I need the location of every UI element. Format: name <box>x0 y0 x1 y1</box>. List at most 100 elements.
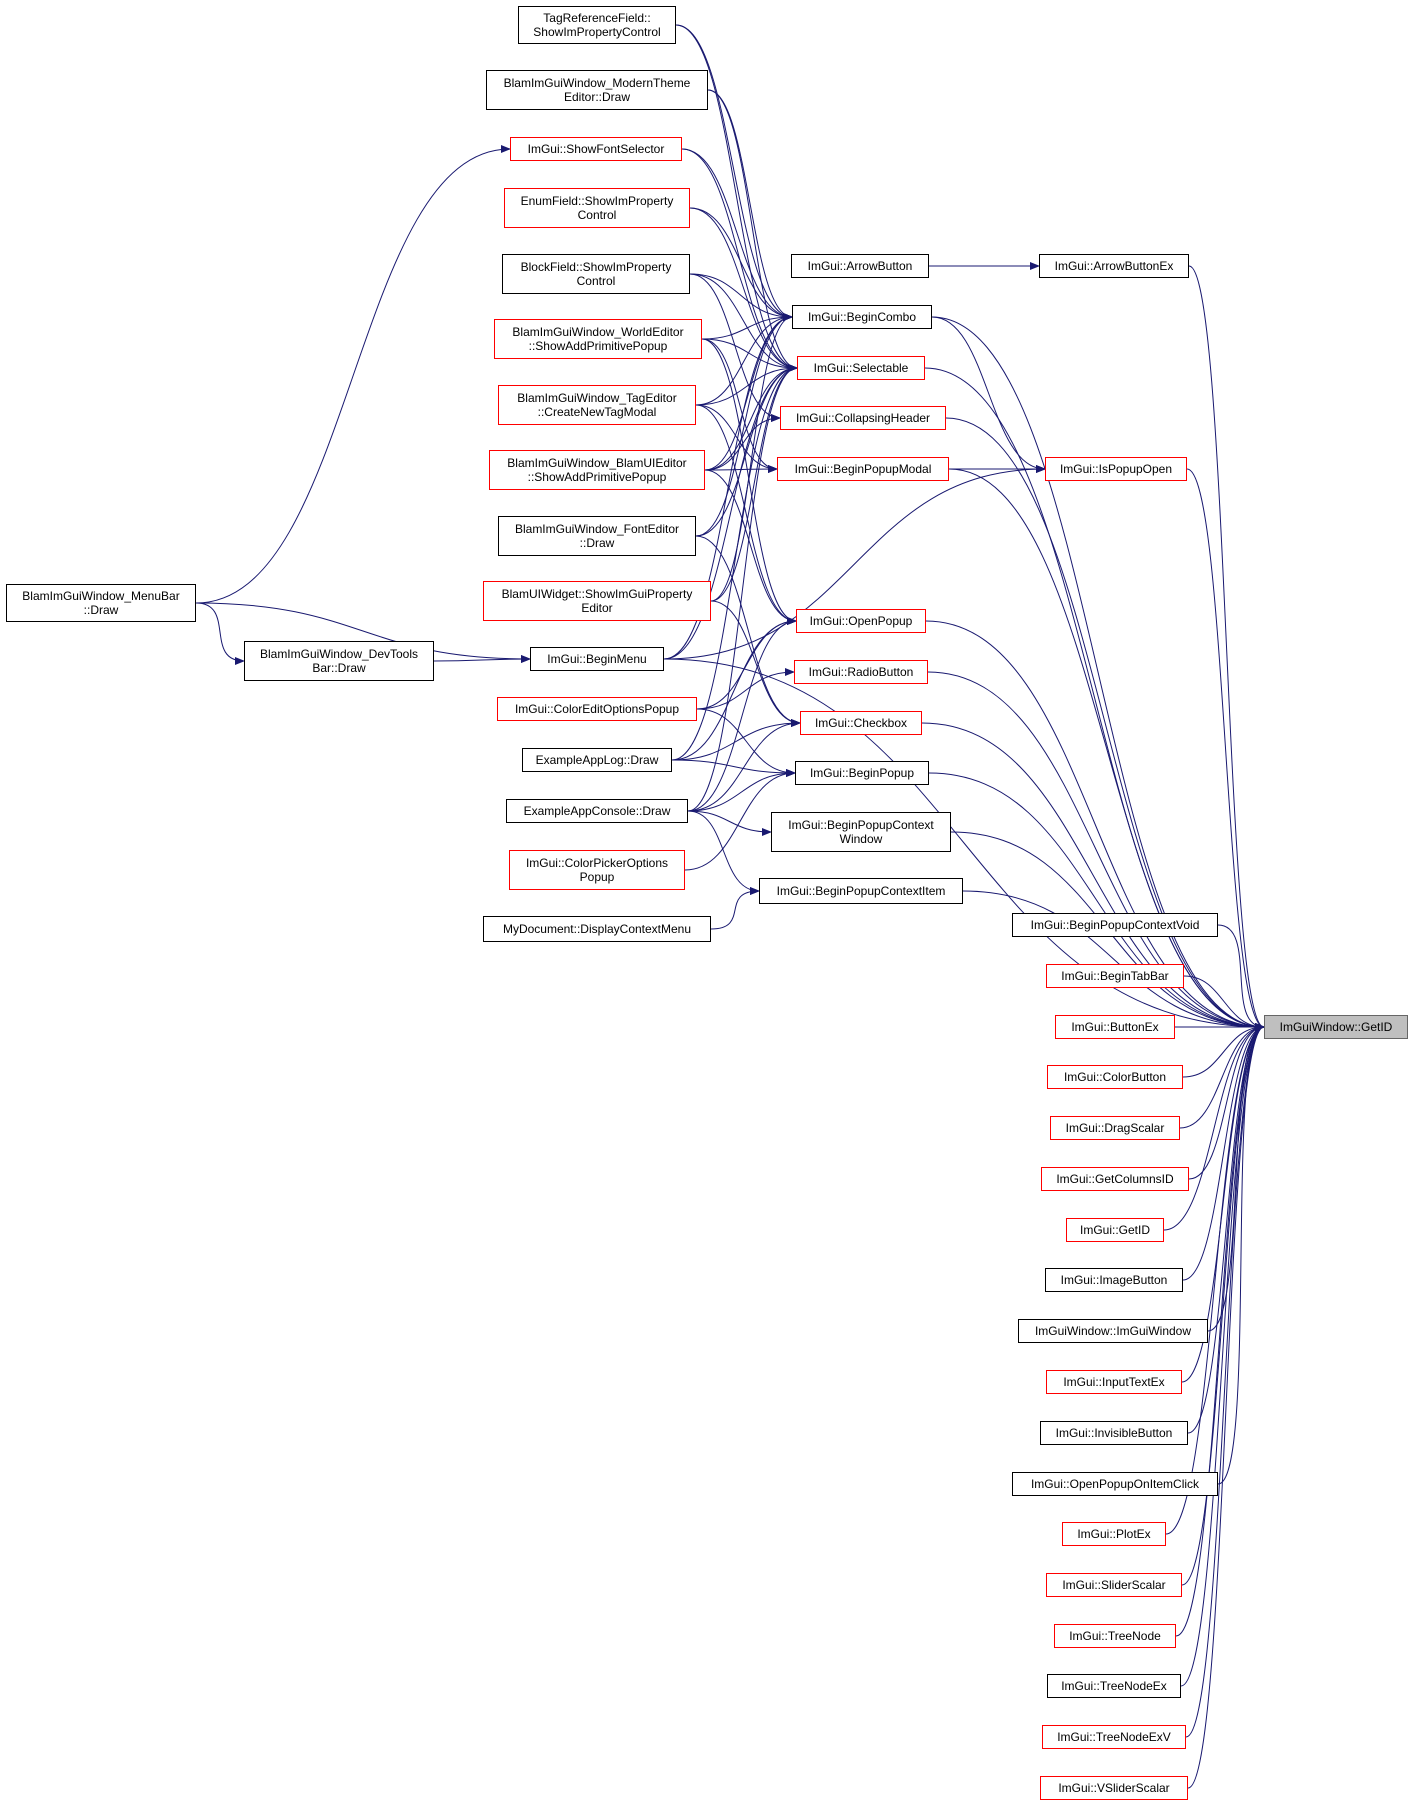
node-mydocument-displaycontextmenu[interactable]: MyDocument::DisplayContextMenu <box>483 916 711 942</box>
node-colorbutton[interactable]: ImGui::ColorButton <box>1047 1065 1183 1089</box>
node-label: ImGui::BeginPopupContextItem <box>776 884 946 898</box>
edge-enumfield-to-selectable <box>689 207 798 372</box>
node-label: BlamImGuiWindow_BlamUIEditor ::ShowAddPr… <box>507 456 687 484</box>
node-treenode[interactable]: ImGui::TreeNode <box>1054 1624 1176 1648</box>
edge-colorbutton-to-getidroot <box>1182 1023 1265 1078</box>
edge-exappconsole-to-selectable <box>687 364 798 812</box>
node-label: ImGui::BeginMenu <box>547 652 647 666</box>
node-radiobutton[interactable]: ImGui::RadioButton <box>794 660 928 684</box>
edge-treenodeex-to-getidroot <box>1180 1023 1265 1687</box>
node-getid[interactable]: ImGui::GetID <box>1066 1218 1164 1242</box>
node-arrowbuttonex[interactable]: ImGui::ArrowButtonEx <box>1039 254 1189 278</box>
edge-moderntheme-to-begincombo <box>707 89 793 321</box>
node-vsliderscalar[interactable]: ImGui::VSliderScalar <box>1040 1776 1188 1800</box>
node-beginpopup[interactable]: ImGui::BeginPopup <box>795 761 929 785</box>
edge-worldeditor-to-selectable <box>701 338 798 372</box>
node-collapsingheader[interactable]: ImGui::CollapsingHeader <box>780 406 946 430</box>
node-blamuieditor-showaddprimitivepopup[interactable]: BlamImGuiWindow_BlamUIEditor ::ShowAddPr… <box>489 450 705 490</box>
edge-vsliderscalar-to-getidroot <box>1187 1023 1265 1789</box>
edge-blockfield-to-begincombo <box>689 273 793 321</box>
node-label: BlamImGuiWindow_FontEditor ::Draw <box>514 522 680 550</box>
edge-coloreditopts-to-beginpopup <box>696 708 796 777</box>
node-menubar-draw[interactable]: BlamImGuiWindow_MenuBar ::Draw <box>6 584 196 622</box>
node-showfontselector[interactable]: ImGui::ShowFontSelector <box>510 137 682 161</box>
edge-coloreditopts-to-radiobutton <box>696 668 795 710</box>
node-invisiblebutton[interactable]: ImGui::InvisibleButton <box>1040 1421 1188 1445</box>
node-enumfield-showimpropertycontrol[interactable]: EnumField::ShowImProperty Control <box>504 188 690 228</box>
node-treenodeex[interactable]: ImGui::TreeNodeEx <box>1047 1674 1181 1698</box>
edge-treenode-to-getidroot <box>1175 1023 1265 1637</box>
edge-checkbox-to-getidroot <box>921 722 1265 1031</box>
edge-blamuieditor-to-selectable <box>704 364 798 471</box>
node-label: BlamImGuiWindow_ModernTheme Editor::Draw <box>503 76 691 104</box>
node-inputtextex[interactable]: ImGui::InputTextEx <box>1046 1370 1182 1394</box>
node-checkbox[interactable]: ImGui::Checkbox <box>800 711 922 735</box>
node-label: ImGui::BeginPopupModal <box>794 462 932 476</box>
node-imguiwindow-constructor[interactable]: ImGuiWindow::ImGuiWindow <box>1018 1319 1208 1343</box>
edge-exappconsole-to-beginpopupctxwin <box>687 810 772 836</box>
node-selectable[interactable]: ImGui::Selectable <box>797 356 925 380</box>
node-blamuiwidget-showimguipropertyeditor[interactable]: BlamUIWidget::ShowImGuiProperty Editor <box>483 581 711 621</box>
edge-dragscalar-to-getidroot <box>1179 1023 1265 1129</box>
node-moderntheme-editor-draw[interactable]: BlamImGuiWindow_ModernTheme Editor::Draw <box>486 70 708 110</box>
edge-begincombo-to-getidroot <box>931 316 1265 1031</box>
node-beginpopupcontextvoid[interactable]: ImGui::BeginPopupContextVoid <box>1012 913 1218 937</box>
node-openpopuponitemclick[interactable]: ImGui::OpenPopupOnItemClick <box>1012 1472 1218 1496</box>
node-exampleapplog-draw[interactable]: ExampleAppLog::Draw <box>522 748 672 772</box>
node-tagreferencefield-showimpropertycontrol[interactable]: TagReferenceField:: ShowImPropertyContro… <box>518 6 676 44</box>
node-label: ImGui::OpenPopupOnItemClick <box>1030 1477 1200 1491</box>
node-label: ImGuiWindow::GetID <box>1279 1020 1393 1034</box>
node-buttonex[interactable]: ImGui::ButtonEx <box>1055 1015 1175 1039</box>
node-coloreditoptionspopup[interactable]: ImGui::ColorEditOptionsPopup <box>497 697 697 721</box>
node-openpopup[interactable]: ImGui::OpenPopup <box>796 609 926 633</box>
edge-exappconsole-to-beginpopup <box>687 769 796 812</box>
edge-exapplog-to-openpopup <box>671 617 797 761</box>
node-exampleappconsole-draw[interactable]: ExampleAppConsole::Draw <box>506 799 688 823</box>
edge-exappconsole-to-beginpopupctxitem <box>687 810 760 895</box>
edge-tageditor-to-begincombo <box>695 313 793 406</box>
node-beginpopupcontextwindow[interactable]: ImGui::BeginPopupContext Window <box>771 812 951 852</box>
node-label: BlamImGuiWindow_DevTools Bar::Draw <box>259 647 419 675</box>
edge-invisiblebutton-to-getidroot <box>1187 1023 1265 1434</box>
node-imguiwindow-getid-root[interactable]: ImGuiWindow::GetID <box>1264 1015 1408 1039</box>
node-imagebutton[interactable]: ImGui::ImageButton <box>1045 1268 1183 1292</box>
node-dragscalar[interactable]: ImGui::DragScalar <box>1050 1116 1180 1140</box>
node-fonteditor-draw[interactable]: BlamImGuiWindow_FontEditor ::Draw <box>498 516 696 556</box>
node-tageditor-createnewtagmodal[interactable]: BlamImGuiWindow_TagEditor ::CreateNewTag… <box>498 385 696 425</box>
node-sliderscalar[interactable]: ImGui::SliderScalar <box>1046 1573 1182 1597</box>
node-label: ImGui::ColorEditOptionsPopup <box>514 702 680 716</box>
edge-beginpopupctxitem-to-getidroot <box>962 890 1265 1031</box>
edge-blamuiwidget-to-begincombo <box>710 313 793 602</box>
node-arrowbutton[interactable]: ImGui::ArrowButton <box>791 254 929 278</box>
node-getcolumnsid[interactable]: ImGui::GetColumnsID <box>1041 1167 1189 1191</box>
edge-beginpopupctxvoid-to-getidroot <box>1217 924 1265 1031</box>
edge-tageditor-to-beginpopupmodal <box>695 404 778 473</box>
node-colorpickeroptionspopup[interactable]: ImGui::ColorPickerOptions Popup <box>509 850 685 890</box>
node-label: ExampleAppLog::Draw <box>535 753 659 767</box>
node-treenodeexv[interactable]: ImGui::TreeNodeExV <box>1042 1725 1186 1749</box>
node-ispopupopen[interactable]: ImGui::IsPopupOpen <box>1045 457 1187 481</box>
node-label: ImGui::BeginPopup <box>809 766 915 780</box>
edge-begintabbar-to-getidroot <box>1183 975 1265 1031</box>
node-worldeditor-showaddprimitivepopup[interactable]: BlamImGuiWindow_WorldEditor ::ShowAddPri… <box>494 319 702 359</box>
edge-moderntheme-to-selectable <box>707 89 798 372</box>
node-label: ImGui::TreeNodeExV <box>1057 1730 1171 1744</box>
node-devtoolsbar-draw[interactable]: BlamImGuiWindow_DevTools Bar::Draw <box>244 641 434 681</box>
edge-sliderscalar-to-getidroot <box>1181 1023 1265 1586</box>
node-beginmenu[interactable]: ImGui::BeginMenu <box>530 647 664 671</box>
node-label: ImGui::ColorPickerOptions Popup <box>525 856 669 884</box>
node-begincombo[interactable]: ImGui::BeginCombo <box>792 305 932 329</box>
node-beginpopupcontextitem[interactable]: ImGui::BeginPopupContextItem <box>759 878 963 904</box>
edge-exappconsole-to-openpopup <box>687 617 797 812</box>
edge-beginmenu-to-ispopupopen <box>663 465 1046 660</box>
node-blockfield-showimpropertycontrol[interactable]: BlockField::ShowImProperty Control <box>502 254 690 294</box>
edge-showfontsel-to-begincombo <box>681 148 793 321</box>
edge-colorpickeropts-to-beginpopup <box>684 769 796 871</box>
node-label: BlamUIWidget::ShowImGuiProperty Editor <box>501 587 693 615</box>
node-plotex[interactable]: ImGui::PlotEx <box>1062 1522 1166 1546</box>
node-label: ImGui::BeginCombo <box>807 310 917 324</box>
edge-menubar-to-devtools <box>195 602 245 665</box>
node-beginpopupmodal[interactable]: ImGui::BeginPopupModal <box>777 457 949 481</box>
node-begintabbar[interactable]: ImGui::BeginTabBar <box>1046 964 1184 988</box>
